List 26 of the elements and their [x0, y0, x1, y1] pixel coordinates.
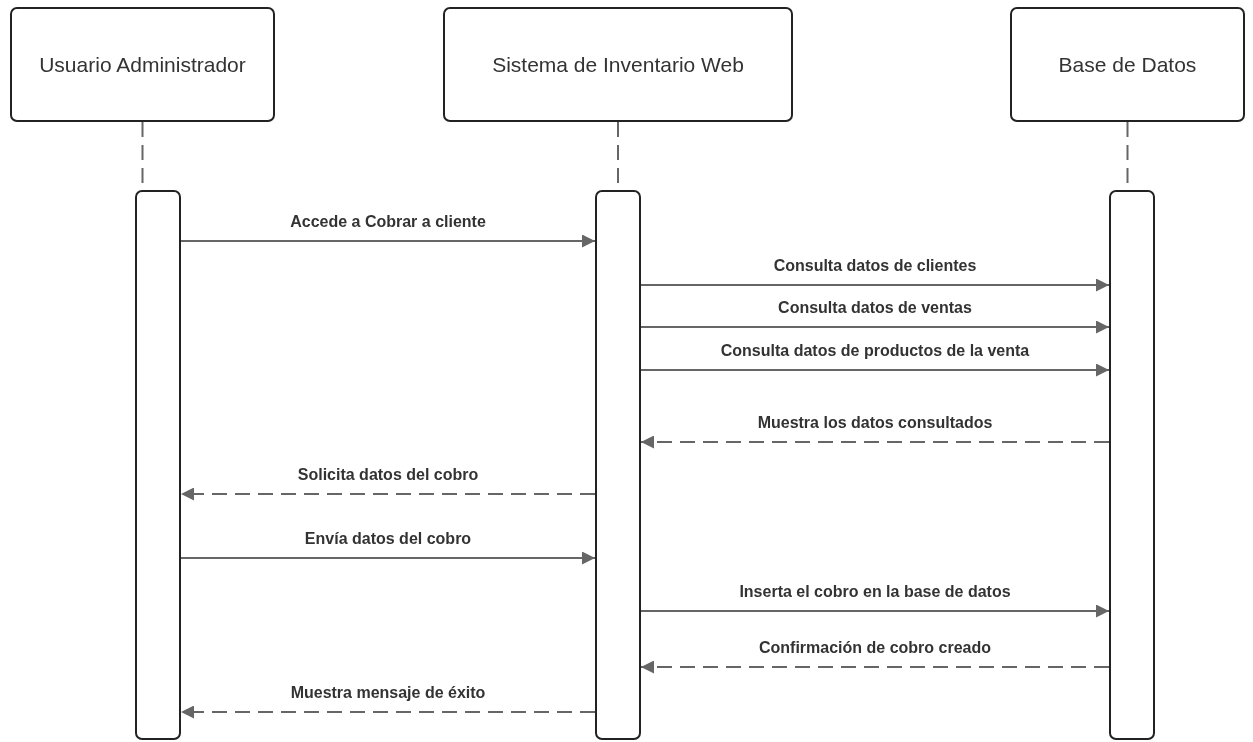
message-arrow — [180, 551, 596, 565]
message-label: Muestra los datos consultados — [757, 414, 993, 432]
return-message-arrow — [180, 705, 596, 719]
message-label: Consulta datos de ventas — [778, 299, 972, 317]
message-label: Envía datos del cobro — [304, 530, 472, 548]
message-label: Accede a Cobrar a cliente — [290, 213, 486, 231]
message-arrow — [640, 320, 1110, 334]
message-label: Solicita datos del cobro — [297, 466, 479, 484]
message-arrow — [640, 278, 1110, 292]
message-label: Confirmación de cobro creado — [759, 639, 991, 657]
participant-box: Usuario Administrador — [10, 7, 275, 122]
return-message-arrow — [640, 660, 1110, 674]
return-message-arrow — [640, 435, 1110, 449]
message-arrow — [640, 363, 1110, 377]
message-label: Inserta el cobro en la base de datos — [739, 583, 1011, 601]
message-label: Consulta datos de productos de la venta — [720, 342, 1030, 360]
message-label: Muestra mensaje de éxito — [290, 684, 486, 702]
message-arrow — [180, 234, 596, 248]
message-arrow — [640, 604, 1110, 618]
activation-bar — [595, 190, 641, 740]
participant-box: Sistema de Inventario Web — [443, 7, 793, 122]
participant-box: Base de Datos — [1010, 7, 1245, 122]
activation-bar — [135, 190, 181, 740]
return-message-arrow — [180, 487, 596, 501]
message-label: Consulta datos de clientes — [773, 257, 977, 275]
activation-bar — [1109, 190, 1155, 740]
